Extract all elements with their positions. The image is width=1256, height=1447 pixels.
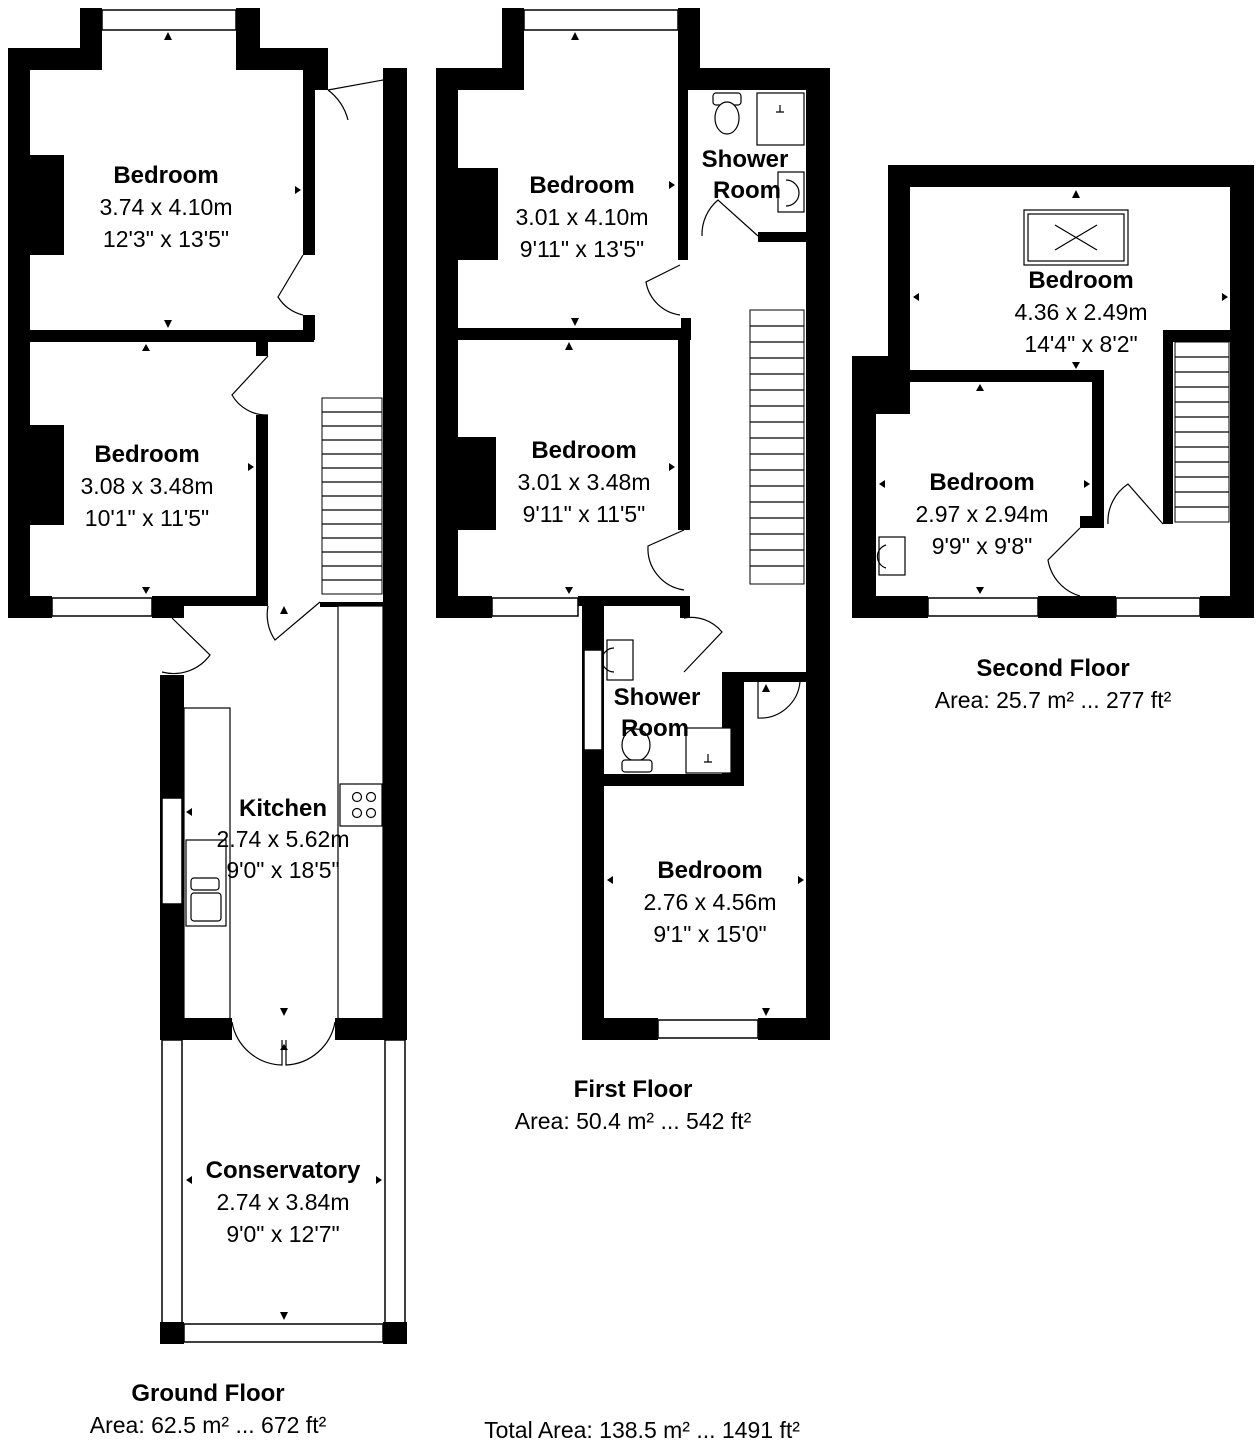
conservatory-imperial: 9'0" x 12'7" <box>226 1221 339 1247</box>
conservatory-metric: 2.74 x 3.84m <box>217 1189 350 1215</box>
kitchen-name: Kitchen <box>239 795 327 822</box>
first-bedroom-1-name: Bedroom <box>529 172 634 199</box>
first-bedroom-2-metric: 3.01 x 3.48m <box>518 469 651 495</box>
ground-bedroom-1-imperial: 12'3" x 13'5" <box>103 226 229 252</box>
first-bedroom-3-metric: 2.76 x 4.56m <box>644 889 777 915</box>
kitchen-imperial: 9'0" x 18'5" <box>226 857 339 883</box>
second-bedroom-1-name: Bedroom <box>1028 267 1133 294</box>
second-floor-area: Area: 25.7 m² ... 277 ft² <box>935 687 1172 713</box>
ground-floor-title: Ground Floor <box>131 1380 284 1407</box>
first-bedroom-3-name: Bedroom <box>657 857 762 884</box>
first-shower-room-2-line1: Shower <box>614 684 701 711</box>
first-floor-plan <box>436 8 830 1040</box>
first-bedroom-1-metric: 3.01 x 4.10m <box>516 204 649 230</box>
first-shower-room-1-line2: Room <box>713 177 781 204</box>
second-floor-labels: Bedroom 4.36 x 2.49m 14'4" x 8'2" Bedroo… <box>916 267 1172 713</box>
ground-bedroom-2-name: Bedroom <box>94 441 199 468</box>
second-bedroom-1-imperial: 14'4" x 8'2" <box>1024 331 1137 357</box>
ground-bedroom-2-imperial: 10'1" x 11'5" <box>85 505 209 531</box>
kitchen-metric: 2.74 x 5.62m <box>217 826 350 852</box>
ground-bedroom-1-name: Bedroom <box>113 162 218 189</box>
first-floor-area: Area: 50.4 m² ... 542 ft² <box>515 1108 752 1134</box>
first-shower-room-1-line1: Shower <box>702 146 789 173</box>
second-floor-plan <box>852 165 1254 618</box>
second-bedroom-2-name: Bedroom <box>929 469 1034 496</box>
first-bedroom-2-name: Bedroom <box>531 437 636 464</box>
first-bedroom-3-imperial: 9'1" x 15'0" <box>653 921 766 947</box>
ground-floor-area: Area: 62.5 m² ... 672 ft² <box>90 1412 327 1438</box>
conservatory-name: Conservatory <box>206 1157 361 1184</box>
second-floor-title: Second Floor <box>976 655 1129 682</box>
second-bedroom-1-metric: 4.36 x 2.49m <box>1015 299 1148 325</box>
ground-floor-labels: Bedroom 3.74 x 4.10m 12'3" x 13'5" Bedro… <box>81 162 361 1438</box>
first-bedroom-1-imperial: 9'11" x 13'5" <box>520 236 644 262</box>
second-bedroom-2-imperial: 9'9" x 9'8" <box>932 533 1033 559</box>
first-stairs-treads <box>750 325 804 567</box>
ground-stairs-treads <box>322 411 382 581</box>
first-bedroom-2-imperial: 9'11" x 11'5" <box>523 501 646 527</box>
second-stairs-treads <box>1175 356 1229 508</box>
first-shower-room-2-line2: Room <box>621 715 689 742</box>
first-floor-labels: Bedroom 3.01 x 4.10m 9'11" x 13'5" Showe… <box>515 146 789 1134</box>
ground-floor-plan <box>8 8 407 1344</box>
first-floor-title: First Floor <box>574 1076 693 1103</box>
ground-bedroom-1-metric: 3.74 x 4.10m <box>100 194 233 220</box>
total-area: Total Area: 138.5 m² ... 1491 ft² <box>484 1417 800 1443</box>
ground-bedroom-2-metric: 3.08 x 3.48m <box>81 473 214 499</box>
second-bedroom-2-metric: 2.97 x 2.94m <box>916 501 1049 527</box>
